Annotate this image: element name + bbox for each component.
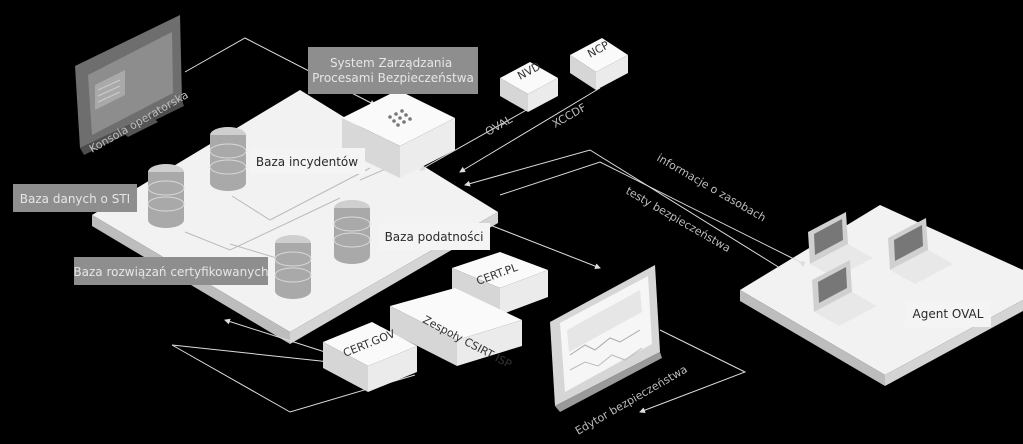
ncp-box: NCP xyxy=(570,38,628,90)
laptop-2 xyxy=(888,218,953,284)
database-cylinders xyxy=(147,127,371,299)
baza-danych-sti-text: Baza danych o STI xyxy=(20,192,130,206)
oval-label: OVAL xyxy=(483,112,515,138)
baza-podatnosci-text: Baza podatności xyxy=(385,230,484,244)
zespoly-csirt-box: Zespoły CSIRT ISP xyxy=(390,288,522,371)
baza-incydentow-text: Baza incydentów xyxy=(256,155,358,169)
agent-oval-label: Agent OVAL xyxy=(905,300,991,327)
cert-gov-arrows xyxy=(171,318,416,413)
baza-rozwiazan-label: Baza rozwiązań certyfikowanych xyxy=(73,257,269,285)
cert-gov-box: CERT.GOV xyxy=(323,322,417,392)
agent-laptops xyxy=(808,212,953,326)
agent-platform xyxy=(740,205,1023,386)
cert-pl-box: CERT.PL xyxy=(452,252,548,315)
agent-oval-text: Agent OVAL xyxy=(913,307,984,321)
baza-rozwiazan-text: Baza rozwiązań certyfikowanych xyxy=(73,265,268,279)
db-incydentow xyxy=(209,127,247,191)
nvd-box: NVD xyxy=(500,60,558,112)
baza-danych-sti-label: Baza danych o STI xyxy=(13,184,137,212)
oval-xccdf-arrows xyxy=(419,87,601,173)
system-label-line: System Zarządzania Procesami Bezpieczeńs… xyxy=(312,56,474,85)
baza-podatnosci-label: Baza podatności xyxy=(378,223,490,250)
system-central-box xyxy=(342,90,455,178)
system-label-box: System Zarządzania Procesami Bezpieczeńs… xyxy=(308,47,478,94)
editor-monitor xyxy=(550,265,662,412)
db-podatnosci xyxy=(333,200,371,264)
editor-arrows xyxy=(489,224,747,414)
operator-console xyxy=(75,15,184,155)
baza-incydentow-label: Baza incydentów xyxy=(250,148,365,174)
laptop-3 xyxy=(812,260,877,326)
laptop-1 xyxy=(808,212,873,278)
agent-arrows xyxy=(464,149,806,269)
db-rozwiazan xyxy=(274,235,312,299)
db-sti xyxy=(147,164,185,228)
xccdf-label: XCCDF xyxy=(550,101,588,131)
